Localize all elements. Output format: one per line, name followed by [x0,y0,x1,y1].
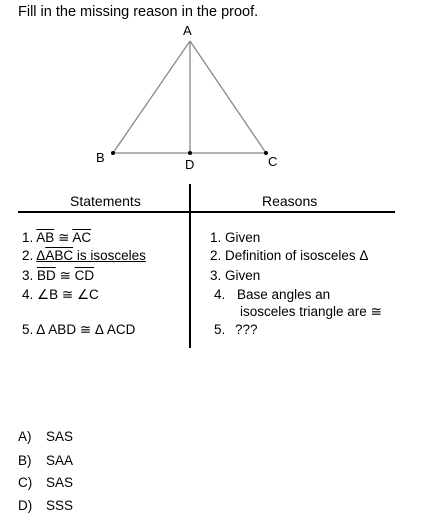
answer-choice-d[interactable]: D)SSS [18,498,74,513]
point-b [111,151,115,155]
reason-1: 1. Given [210,230,261,245]
statement-1: 1. AB ≅ AC [22,230,92,245]
vertex-label-b: B [96,150,105,165]
reason-2: 2. Definition of isosceles Δ [210,248,369,263]
answer-choice-a[interactable]: A)SAS [18,429,74,444]
reasons-header: Reasons [262,193,318,209]
vertex-label-d: D [185,157,195,172]
reason-4-continued: isosceles triangle are ≅ [240,304,382,319]
reason-3: 3. Given [210,268,261,283]
reason-4: 4. Base angles an [214,287,331,302]
answer-choice-b[interactable]: B)SAA [18,453,74,468]
reason-5: 5. ??? [214,322,258,337]
statement-4: 4. ∠B ≅ ∠C [22,287,99,302]
point-c [264,151,268,155]
vertex-label-a: A [183,23,192,38]
statements-header: Statements [70,193,141,209]
point-d [188,151,192,155]
statement-2: 2. ΔABC is isosceles [22,248,146,263]
question-prompt: Fill in the missing reason in the proof. [18,4,259,20]
side-ab [112,40,191,154]
vertex-label-c: C [268,154,278,169]
side-ac [189,40,267,154]
statement-3: 3. BD ≅ CD [22,268,95,283]
answer-choice-c[interactable]: C)SAS [18,475,74,490]
statement-5: 5. Δ ABD ≅ Δ ACD [22,322,136,337]
